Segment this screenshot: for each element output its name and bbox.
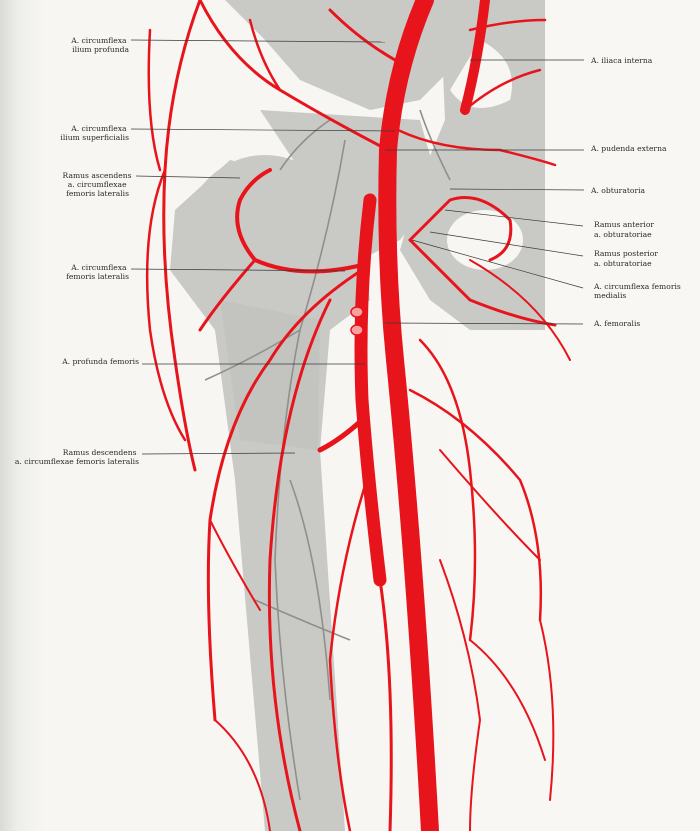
label-obturatoria: A. obturatoria — [590, 186, 646, 195]
cut-vessel-marker — [350, 306, 364, 318]
label-ramus-anterior: Ramus anterior a. obturatoriae — [594, 220, 656, 239]
label-ramus-posterior: Ramus posterior a. obturatoriae — [594, 249, 660, 268]
obturator-foramen — [447, 210, 523, 270]
iliac-interna-artery — [460, 0, 490, 115]
label-circumflexa-femoris-medialis: A. circumflexa femoris medialis — [593, 282, 683, 300]
cut-vessel-marker — [350, 324, 364, 336]
femur-bone — [170, 155, 370, 831]
femoral-artery — [378, 0, 439, 831]
left-labels: A. circumflexa ilium profunda A. circumf… — [15, 36, 139, 466]
label-iliaca-interna: A. iliaca interna — [590, 56, 653, 65]
label-pudenda-externa: A. pudenda externa — [590, 144, 667, 153]
label-circumflexa-ilium-superficialis: A. circumflexa ilium superficialis — [60, 124, 129, 142]
profunda-femoris-artery — [354, 193, 387, 587]
label-ramus-ascendens: Ramus ascendens a. circumflexae femoris … — [63, 171, 134, 198]
label-ramus-descendens: Ramus descendens a. circumflexae femoris… — [15, 448, 139, 466]
label-circumflexa-ilium-profunda: A. circumflexa ilium profunda — [70, 36, 129, 54]
right-labels: A. iliaca interna A. pudenda externa A. … — [590, 56, 683, 328]
label-femoralis: A. femoralis — [593, 319, 640, 328]
label-profunda-femoris: A. profunda femoris — [61, 357, 139, 366]
label-circumflexa-femoris-lateralis: A. circumflexa femoris lateralis — [66, 263, 129, 281]
arteries — [145, 0, 571, 831]
leader-lines — [130, 39, 585, 455]
